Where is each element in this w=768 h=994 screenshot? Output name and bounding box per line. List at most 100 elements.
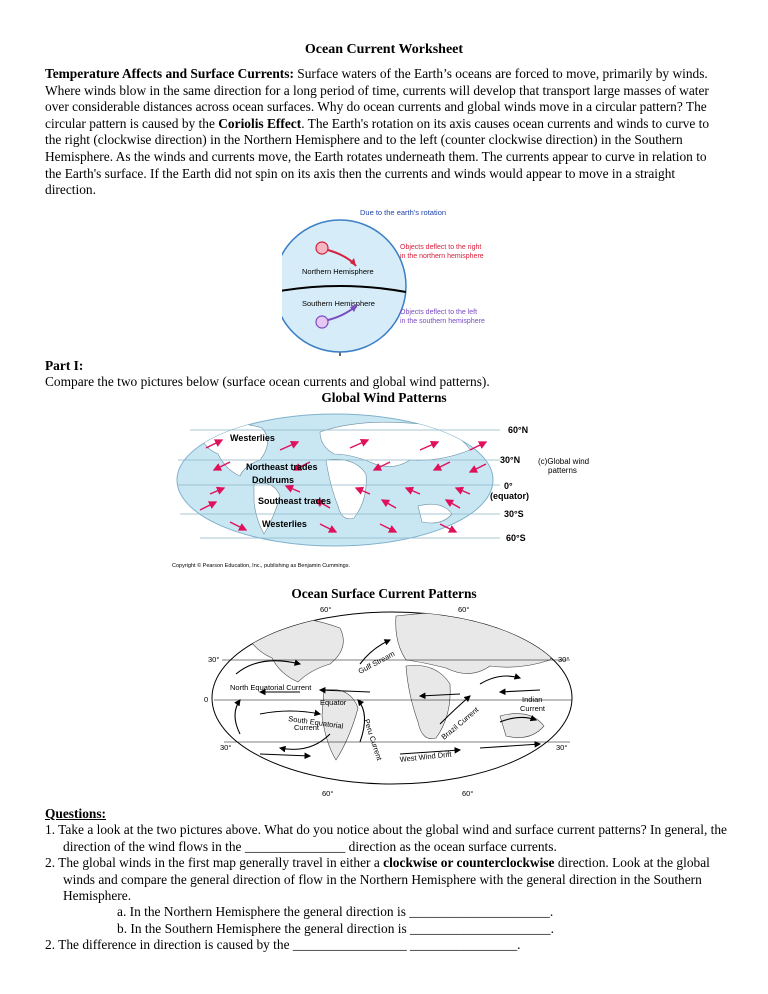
wind-arrows-arrow (469, 441, 488, 451)
current-arrows-arrow (439, 695, 471, 725)
top-60-left-label: 60° (320, 605, 331, 614)
current-arrows-arrow (357, 699, 366, 743)
right-deflect-note-2: in the northern hemisphere (400, 253, 484, 260)
intro-paragraph: Temperature Affects and Surface Currents… (45, 66, 725, 199)
wind-arrows-arrow (404, 486, 421, 495)
wind-arrows-arrow (314, 499, 331, 509)
current-arrows-arrow (235, 659, 302, 675)
lat-30n-label: 30°N (500, 455, 520, 465)
wind-map-latitudes (177, 429, 500, 539)
current-arrows-arrow (359, 639, 392, 665)
coriolis-term: Coriolis Effect (218, 115, 302, 131)
wind-arrows-arrow (279, 441, 300, 451)
current-arrows-arrow (234, 699, 241, 735)
intro-text-2: . The Earth's rotation on its axis cause… (45, 115, 710, 198)
current-arrows-arrow (318, 686, 371, 694)
wind-map-continents (199, 421, 471, 535)
current-arrows-group (234, 639, 542, 760)
north-hemisphere-label: Northern Hemisphere (302, 267, 374, 276)
wind-arrows-arrow (439, 523, 458, 533)
wind-arrows-arrow (229, 521, 248, 531)
question-2-text-c: direction. Look at the global winds and … (63, 855, 710, 904)
westerlies-south-label: Westerlies (262, 519, 307, 529)
left-deflect-note-1: Objects deflect to the left (400, 309, 477, 316)
zero-label: 0 (204, 695, 208, 704)
wind-arrows-arrow (372, 461, 391, 471)
current-arrows-arrow (479, 741, 542, 749)
part1-text: Compare the two pictures below (surface … (45, 374, 490, 389)
wind-arrows-arrow (205, 439, 224, 449)
current-arrows-arrow (399, 747, 462, 755)
current-map-latitudes (214, 659, 572, 743)
coriolis-globe-figure: Due to the earth's rotation Northern Hem… (282, 208, 485, 356)
indian-current-label-2: Current (520, 704, 546, 713)
wind-arrows-arrow (199, 501, 218, 511)
wind-arrows-arrow (379, 523, 398, 533)
lat-30-left-label: 30° (208, 655, 219, 664)
wind-arrows-arrow (354, 486, 371, 495)
question-2-text-a: 2. The global winds in the first map gen… (45, 855, 384, 871)
question-2b: b. In the Southern Hemisphere the genera… (117, 920, 554, 936)
wind-arrows-arrow (432, 461, 451, 471)
equator-deg-label: 0° (504, 481, 513, 491)
lat-60n-label: 60°N (508, 425, 528, 435)
wind-arrows-arrow (468, 463, 487, 473)
intro-text-1: Surface waters of the Earth’s oceans are… (45, 66, 709, 131)
wind-copyright: Copyright © Pearson Education, Inc., pub… (172, 562, 350, 569)
equator-label: (equator) (490, 491, 529, 501)
lat-30s-label: 30°S (504, 509, 524, 519)
current-arrows-arrow (418, 692, 461, 700)
wind-arrows-arrow (292, 461, 311, 471)
current-map-title: Ocean Surface Current Patterns (291, 586, 477, 601)
north-object-icon (315, 241, 329, 255)
question-2-emphasis: clockwise or counterclockwise (383, 855, 555, 871)
part1-heading: Part I: (45, 358, 84, 373)
wind-caption-1: (c)Global wind (538, 457, 589, 466)
page-title: Ocean Current Worksheet (304, 42, 464, 57)
wind-caption-2: patterns (548, 466, 577, 475)
current-arrows-arrow (498, 688, 541, 696)
ocean-current-map: 60° 60° 30° 30° 0 North Equatorial Curre… (204, 605, 573, 798)
bottom-60-left-label: 60° (322, 789, 333, 798)
global-wind-map: Westerlies Northeast trades Doldrums Sou… (172, 413, 589, 569)
question-2: 2. The global winds in the first map gen… (45, 855, 735, 904)
indian-current-label: Indian (522, 695, 542, 704)
doldrums-label: Doldrums (252, 475, 294, 485)
wind-arrows-arrow (209, 486, 226, 495)
northeast-trades-label: Northeast trades (246, 462, 318, 472)
questions-heading: Questions: (45, 806, 107, 821)
wind-arrows-arrow (319, 523, 338, 533)
wind-arrows-arrow (444, 499, 461, 509)
top-60-right-label: 60° (458, 605, 469, 614)
north-equatorial-label: North Equatorial Current (230, 683, 312, 692)
left-deflect-note-2: in the southern hemisphere (400, 318, 485, 325)
questions-section: Questions: 1. Take a look at the two pic… (45, 806, 735, 954)
wind-arrows-arrow (349, 439, 370, 449)
bottom-60-right-label: 60° (462, 789, 473, 798)
right-deflect-note-1: Objects deflect to the right (400, 244, 481, 251)
lat-30-right-label: 30° (558, 655, 569, 664)
current-arrows-arrow (259, 709, 322, 717)
south-arrowhead-icon (350, 304, 358, 312)
wind-map-title: Global Wind Patterns (321, 390, 447, 405)
globe-top-label: Due to the earth's rotation (360, 208, 446, 217)
bottom-30-left-label: 30° (220, 743, 231, 752)
south-equatorial-current-label: Current (294, 723, 320, 732)
current-arrows-arrow (278, 733, 331, 753)
current-arrows-arrow (259, 752, 312, 760)
wind-arrows-arrow (419, 441, 440, 451)
bottom-30-right-label: 30° (556, 743, 567, 752)
current-arrows-arrow (479, 673, 522, 685)
question-2a: a. In the Northern Hemisphere the genera… (117, 904, 554, 920)
intro-heading: Temperature Affects and Surface Currents… (45, 66, 294, 81)
north-arrowhead-icon (350, 258, 356, 266)
south-hemisphere-label: Southern Hemisphere (302, 299, 375, 308)
wind-arrows-group (199, 439, 488, 533)
current-arrows-arrow (499, 714, 538, 723)
wind-arrows-arrow (454, 486, 471, 495)
wind-arrows-arrow (284, 484, 301, 493)
globe-equator (282, 285, 407, 293)
wind-arrows-arrow (212, 461, 231, 471)
wind-arrows-arrow (380, 499, 397, 509)
